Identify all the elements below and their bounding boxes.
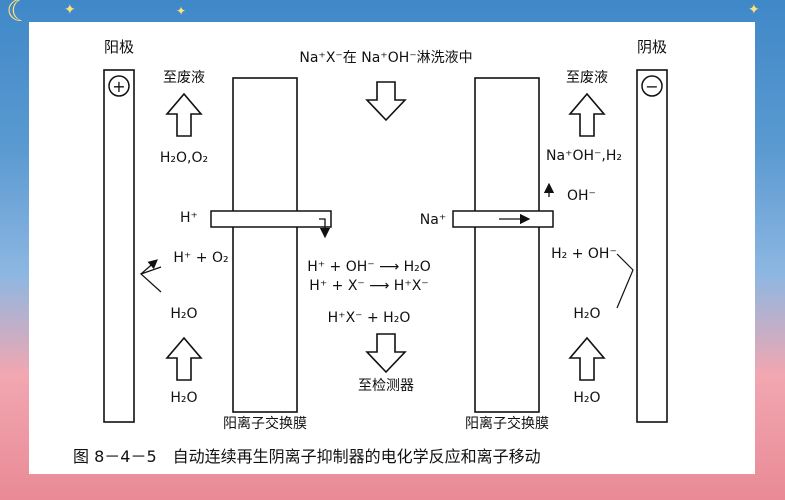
plus-sign-icon [108, 75, 130, 97]
right-naoh-h2: Na⁺OH⁻,H₂ [546, 148, 622, 164]
left-h-plus: H⁺ [180, 210, 198, 226]
up-arrow-icon [165, 92, 203, 137]
left-h2o-mid: H₂O [170, 306, 197, 322]
diagram-figure: + − 阳极 阴极 阳离子交换膜 阳离子交换膜 Na⁺X⁻在 Na⁺OH⁻淋洗液… [29, 22, 755, 474]
right-na-plus: Na⁺ [420, 212, 446, 228]
reaction-1: H⁺ + OH⁻ ⟶ H₂O [307, 259, 431, 275]
right-h2o-mid: H₂O [573, 306, 600, 322]
left-reaction-arrow [140, 259, 158, 275]
anode-electrode [103, 69, 135, 423]
up-arrow-icon [568, 336, 606, 381]
down-arrow-icon [365, 333, 407, 374]
star-decoration: ✦ [176, 4, 187, 18]
cathode-electrode [636, 69, 668, 423]
to-detector-label: 至检测器 [358, 378, 414, 394]
membrane-right [474, 77, 540, 413]
cathode-sign: − [645, 77, 658, 96]
left-to-waste-label: 至废液 [163, 70, 205, 86]
reaction-3: H⁺X⁻ + H₂O [328, 310, 411, 326]
right-h2o-bottom: H₂O [573, 390, 600, 406]
right-h2-oh: H₂ + OH⁻ [551, 246, 617, 262]
left-h2o-o2: H₂O,O₂ [160, 150, 208, 166]
eluent-note: Na⁺X⁻在 Na⁺OH⁻淋洗液中 [299, 50, 472, 66]
star-decoration: ✦ [748, 2, 760, 18]
moon-decoration: ☾ [6, 0, 33, 29]
right-oh-minus: OH⁻ [567, 188, 596, 204]
anode-label: 阳极 [104, 38, 134, 56]
star-decoration: ✦ [64, 2, 76, 18]
membrane-left-label: 阳离子交换膜 [223, 415, 307, 432]
h-plus-down-arrow [319, 218, 331, 239]
electrochemistry-diagram: + − 阳极 阴极 阳离子交换膜 阳离子交换膜 Na⁺X⁻在 Na⁺OH⁻淋洗液… [73, 38, 668, 466]
left-h2o-bottom: H₂O [170, 390, 197, 406]
anode-sign: + [112, 77, 125, 96]
left-h-o2: H⁺ + O₂ [173, 250, 228, 266]
right-reaction-bracket [616, 253, 634, 309]
reaction-2: H⁺ + X⁻ ⟶ H⁺X⁻ [309, 278, 428, 294]
down-arrow-icon [365, 81, 407, 122]
minus-sign-icon [641, 75, 663, 97]
up-arrow-icon [568, 92, 606, 137]
membrane-left [232, 77, 298, 413]
up-arrow-icon [165, 336, 203, 381]
figure-caption: 图 8－4－5 自动连续再生阴离子抑制器的电化学反应和离子移动 [73, 447, 541, 466]
cathode-label: 阴极 [637, 38, 667, 56]
membrane-right-label: 阳离子交换膜 [465, 415, 549, 432]
right-to-waste-label: 至废液 [566, 70, 608, 86]
